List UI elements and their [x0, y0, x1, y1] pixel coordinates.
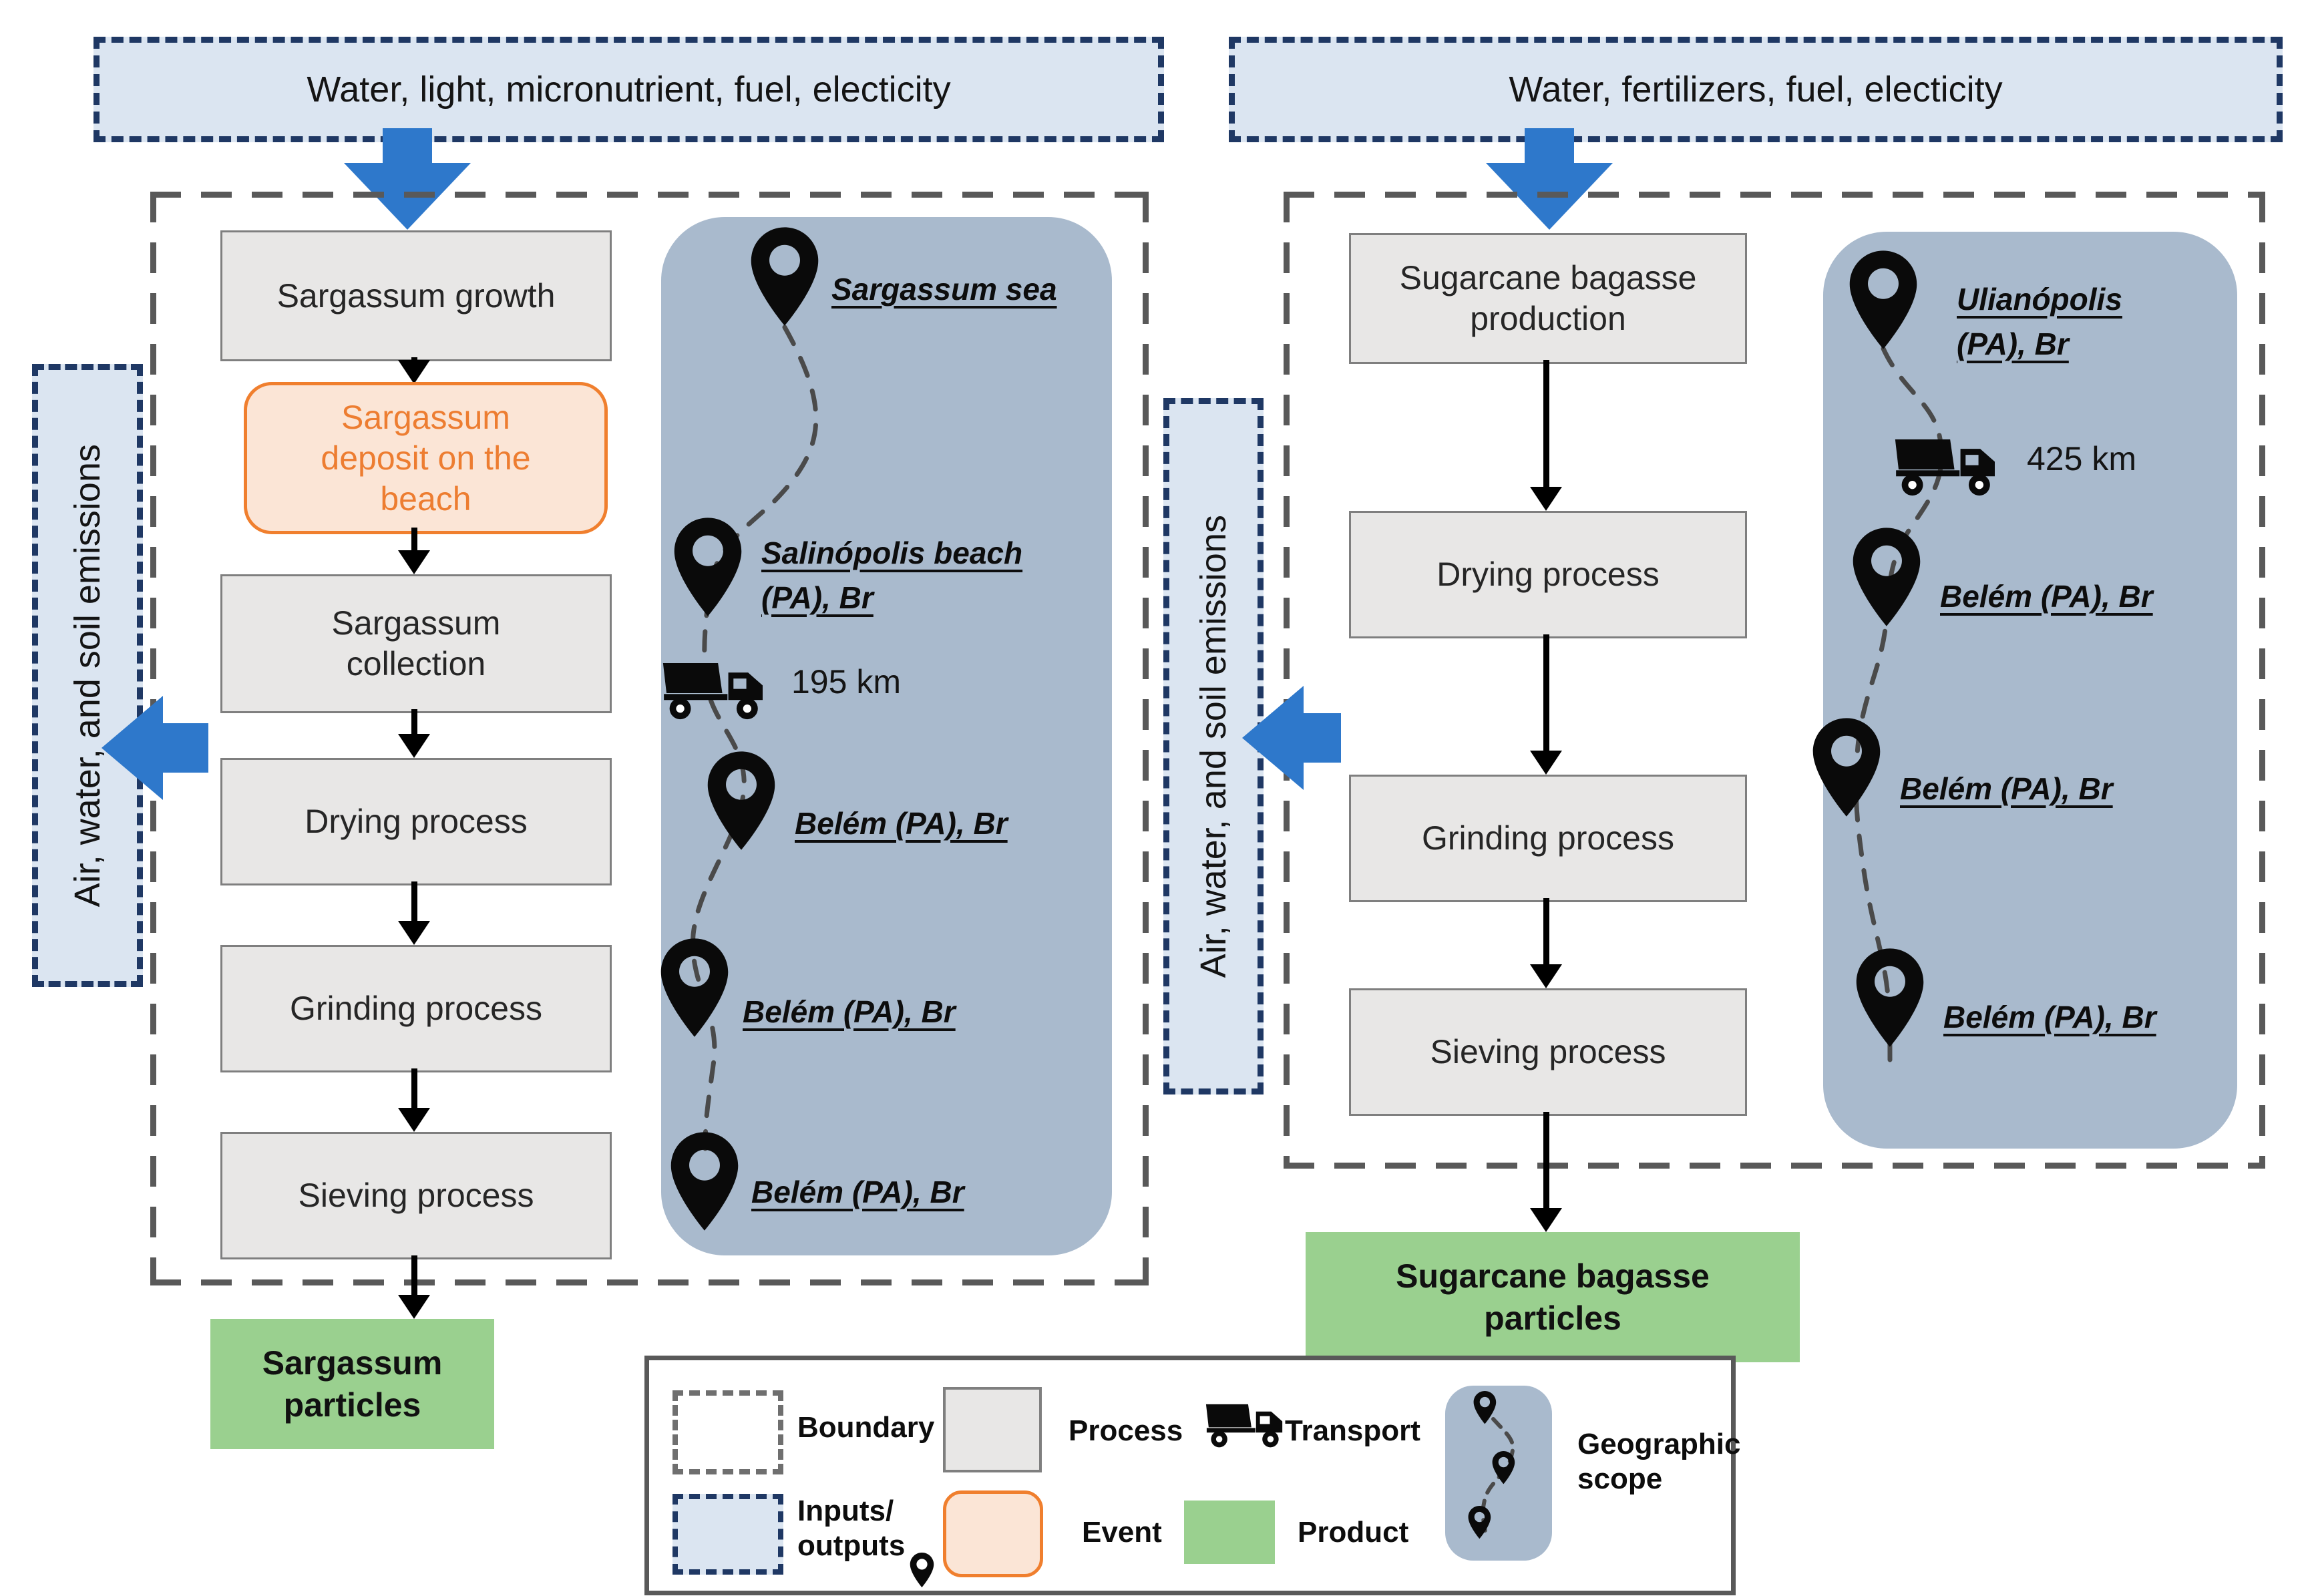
legend-event-label: Event	[1082, 1516, 1162, 1549]
legend-inputs-label: Inputs/ outputs	[797, 1494, 906, 1562]
map-pin-icon	[751, 227, 819, 326]
geo-stop-label: Belém (PA), Br	[751, 1175, 964, 1209]
geo-stop-label: Ulianópolis (PA), Br	[1957, 282, 2122, 361]
legend-event-swatch	[943, 1490, 1043, 1577]
map-pin-icon	[707, 751, 775, 850]
transport-distance: 195 km	[791, 663, 901, 701]
step-label: Grinding process	[290, 990, 542, 1027]
product-sugarcane-bagasse-particles: Sugarcane bagasse particles	[1306, 1232, 1800, 1362]
flow-arrow	[398, 357, 430, 384]
truck-icon	[662, 663, 763, 720]
step-label: Sieving process	[1430, 1033, 1666, 1070]
legend-geo-label: Geographic scope	[1577, 1428, 1741, 1495]
transport-distance: 425 km	[2027, 440, 2136, 477]
truck-icon	[1895, 439, 1995, 496]
step-label: Sargassum growth	[276, 276, 556, 315]
step-sargassum-growth: Sargassum growth	[220, 230, 612, 361]
left-emissions-label: Air, water, and soil emissions	[67, 443, 108, 908]
flow-arrow	[398, 1068, 430, 1132]
right-boundary-top	[1284, 192, 2265, 198]
legend: Boundary Process Transport Geographic sc…	[644, 1356, 1741, 1595]
step-label: Drying process	[305, 803, 528, 840]
step-drying-left: Drying process	[220, 758, 612, 885]
right-inputs-box: Water, fertilizers, fuel, electicity	[1229, 37, 2283, 142]
step-label: Grinding process	[1422, 819, 1674, 857]
step-sargassum-collection: Sargassum collection	[220, 574, 612, 713]
geo-stop-label: Belém (PA), Br	[795, 806, 1008, 841]
geo-stop-label: Belém (PA), Br	[1943, 1000, 2156, 1034]
flow-arrow	[1530, 1112, 1562, 1232]
right-geographic-scope-panel	[1823, 232, 2237, 1149]
map-pin-icon	[1853, 528, 1921, 626]
right-emissions-label: Air, water, and soil emissions	[1193, 514, 1233, 978]
left-boundary-bottom	[150, 1279, 1149, 1285]
step-label: Sargassum collection	[331, 604, 501, 682]
right-boundary-bottom	[1284, 1163, 2265, 1169]
legend-process-label: Process	[1069, 1414, 1183, 1447]
map-pin-icon	[674, 518, 742, 616]
event-sargassum-deposit: Sargassum deposit on the beach	[244, 382, 608, 534]
step-sugarcane-production: Sugarcane bagasse production	[1349, 233, 1747, 364]
legend-product-label: Product	[1298, 1516, 1409, 1549]
event-label: Sargassum deposit on the beach	[321, 398, 531, 518]
map-pin-icon	[1812, 718, 1881, 817]
geo-stop-label: Belém (PA), Br	[743, 994, 956, 1029]
step-sieving-left: Sieving process	[220, 1132, 612, 1259]
map-pin-icon	[670, 1132, 739, 1231]
legend-boundary-swatch	[672, 1390, 783, 1474]
flow-arrow	[398, 709, 430, 758]
legend-boundary-label: Boundary	[797, 1411, 935, 1444]
step-grinding-right: Grinding process	[1349, 775, 1747, 902]
geo-stop-label: Belém (PA), Br	[1900, 771, 2113, 806]
legend-product-swatch	[1184, 1501, 1275, 1564]
small-map-pin-icon	[910, 1553, 934, 1587]
flow-arrow	[398, 528, 430, 574]
right-boundary-right	[2259, 192, 2265, 1169]
geo-stop-label: Belém (PA), Br	[1940, 579, 2153, 614]
left-inputs-label: Water, light, micronutrient, fuel, elect…	[307, 69, 951, 110]
product-label: Sargassum particles	[262, 1344, 443, 1424]
right-inputs-label: Water, fertilizers, fuel, electicity	[1509, 69, 2003, 110]
map-pin-icon	[660, 938, 729, 1037]
map-pin-icon	[1849, 250, 1917, 349]
product-label: Sugarcane bagasse particles	[1396, 1257, 1710, 1337]
legend-process-swatch	[943, 1387, 1042, 1472]
flow-arrow	[398, 1255, 430, 1319]
left-inputs-box: Water, light, micronutrient, fuel, elect…	[93, 37, 1164, 142]
map-pin-icon	[1856, 948, 1924, 1047]
step-sieving-right: Sieving process	[1349, 988, 1747, 1116]
product-sargassum-particles: Sargassum particles	[210, 1319, 494, 1449]
flow-arrow	[1530, 634, 1562, 775]
left-geographic-scope-panel	[661, 217, 1112, 1255]
legend-truck-icon	[1205, 1404, 1283, 1448]
step-grinding-left: Grinding process	[220, 945, 612, 1072]
left-route-path	[690, 325, 819, 1151]
left-emissions-arrow-icon	[102, 696, 208, 800]
step-label: Sieving process	[298, 1177, 534, 1214]
flow-arrow	[1530, 360, 1562, 511]
right-input-arrow-down-icon	[1486, 128, 1613, 230]
legend-inputs-swatch	[672, 1494, 783, 1575]
geo-stop-label: Salinópolis beach (PA), Br	[761, 536, 1023, 615]
geo-stop-label: Sargassum sea	[831, 272, 1057, 307]
step-label: Drying process	[1436, 556, 1660, 593]
right-emissions-arrow-icon	[1242, 686, 1341, 790]
legend-transport-label: Transport	[1285, 1414, 1420, 1447]
legend-geo-swatch	[1445, 1386, 1552, 1561]
step-drying-right: Drying process	[1349, 511, 1747, 638]
left-boundary-top	[150, 192, 1149, 198]
flow-arrow	[1530, 898, 1562, 988]
right-boundary-left	[1284, 192, 1290, 1169]
left-input-arrow-down-icon	[344, 128, 471, 230]
flow-arrow	[398, 881, 430, 945]
step-label: Sugarcane bagasse production	[1399, 259, 1697, 337]
left-emissions-box: Air, water, and soil emissions	[32, 364, 143, 987]
left-boundary-right	[1143, 192, 1149, 1285]
